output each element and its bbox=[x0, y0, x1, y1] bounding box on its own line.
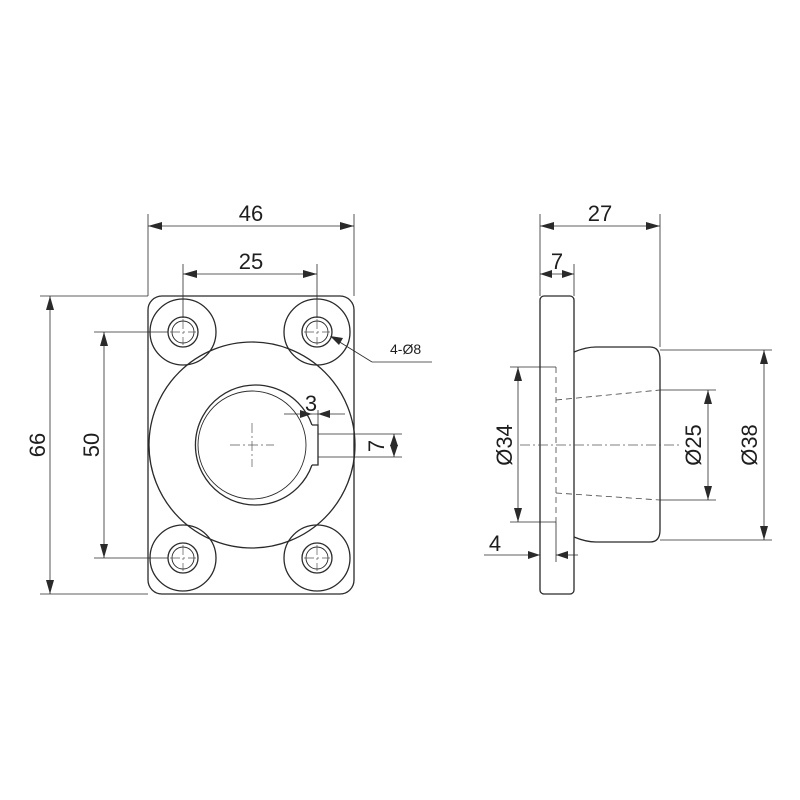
dim-length-overall: 27 bbox=[539, 201, 661, 347]
dim-flange-thickness: 7 bbox=[540, 249, 575, 296]
flange-plate-outline bbox=[147, 295, 355, 595]
front-view: 46 25 66 50 bbox=[25, 201, 432, 595]
bore-with-keyway bbox=[194, 384, 313, 506]
hole-callout-text: 4-Ø8 bbox=[390, 341, 421, 357]
dim-height-overall: 66 bbox=[25, 295, 148, 595]
dim-key-depth: 7 bbox=[318, 433, 402, 458]
dim-27-text: 27 bbox=[588, 201, 612, 226]
dim-hole-spacing-horizontal: 25 bbox=[182, 249, 318, 318]
dim-bore-diameter: Ø25 bbox=[660, 389, 716, 501]
dim-counterbore-diameter: Ø34 bbox=[492, 366, 556, 523]
side-bore-hidden bbox=[555, 389, 661, 501]
dim-46-text: 46 bbox=[239, 201, 263, 226]
center-marks bbox=[170, 319, 330, 571]
dim-counterbore-depth: 4 bbox=[484, 522, 578, 562]
dim-66-text: 66 bbox=[25, 433, 50, 457]
dim-key-width: 3 bbox=[284, 391, 345, 430]
bore-inner-edge bbox=[197, 390, 307, 500]
side-hub-outline bbox=[573, 346, 661, 543]
dim-diam38-text: Ø38 bbox=[737, 424, 762, 466]
hub-outline bbox=[148, 341, 356, 549]
dim-25-text: 25 bbox=[239, 249, 263, 274]
dim-hub-diameter: Ø38 bbox=[660, 349, 772, 541]
side-view: 27 7 4 Ø34 bbox=[484, 201, 772, 595]
dim-7-key-text: 7 bbox=[364, 440, 389, 452]
dim-hole-spacing-vertical: 50 bbox=[79, 331, 168, 559]
dim-4-text: 4 bbox=[489, 531, 501, 556]
dim-3-text: 3 bbox=[305, 391, 317, 416]
hole-callout-leader: 4-Ø8 bbox=[330, 336, 432, 363]
dim-50-text: 50 bbox=[79, 433, 104, 457]
keyway bbox=[312, 424, 319, 466]
dim-diam25-text: Ø25 bbox=[681, 424, 706, 466]
dim-diam34-text: Ø34 bbox=[492, 424, 517, 466]
dim-width-overall: 46 bbox=[147, 201, 355, 296]
dim-7-flange-text: 7 bbox=[551, 249, 563, 274]
